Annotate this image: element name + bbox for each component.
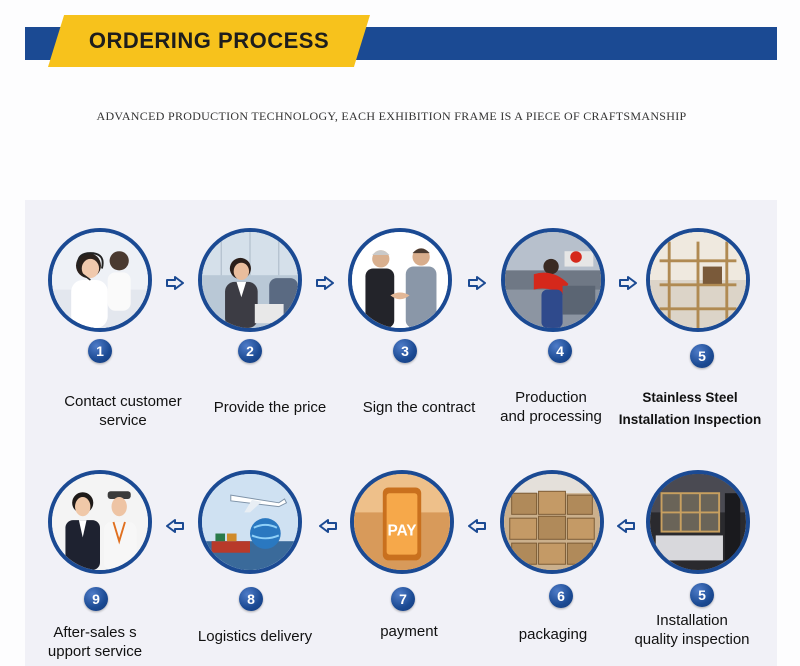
handshake-photo xyxy=(352,232,448,328)
step-9-label: After-sales s upport service xyxy=(20,623,170,661)
step-6-image xyxy=(500,470,604,574)
step-5-label-line-2: Installation Inspection xyxy=(618,412,762,427)
display-cabinet-photo xyxy=(650,474,746,570)
step-7-image: PAY xyxy=(350,470,454,574)
step-4-label: Production and processing xyxy=(476,388,626,426)
step-5b-label: Installation quality inspection xyxy=(612,611,772,649)
step-4-label-line-1: Production xyxy=(515,389,587,406)
step-8-label-line-1: Logistics delivery xyxy=(197,628,313,645)
step-5b-number-badge: 5 xyxy=(690,583,714,607)
factory-worker-photo xyxy=(505,232,601,328)
step-3-label: Sign the contract xyxy=(344,398,494,417)
step-7-number-badge: 7 xyxy=(391,587,415,611)
step-9-label-line-2: upport service xyxy=(47,643,143,660)
step-9-label-line-1: After-sales s xyxy=(53,624,137,641)
step-3-number-badge: 3 xyxy=(393,339,417,363)
step-5-number-badge: 5 xyxy=(690,344,714,368)
step-2-image xyxy=(198,228,302,332)
step-6-number-badge: 6 xyxy=(549,584,573,608)
arrow-left-icon xyxy=(617,519,635,533)
step-1-label: Contact customer service xyxy=(48,392,198,430)
step-9-image xyxy=(48,470,152,574)
header-tab xyxy=(48,15,370,67)
step-1-number-badge: 1 xyxy=(88,339,112,363)
step-5b-label-line-2: quality inspection xyxy=(634,631,750,648)
steel-shelf-photo xyxy=(650,232,746,328)
arrow-right-icon xyxy=(316,276,334,290)
step-5b-image xyxy=(646,470,750,574)
step-7-label-line-1: payment xyxy=(380,623,438,640)
arrow-right-icon xyxy=(619,276,637,290)
step-5-label: Stainless Steel Installation Inspection xyxy=(610,387,770,431)
step-3-image xyxy=(348,228,452,332)
step-1-image xyxy=(48,228,152,332)
packed-crates-photo xyxy=(504,474,600,570)
step-8-image xyxy=(198,470,302,574)
step-8-number-badge: 8 xyxy=(239,587,263,611)
arrow-left-icon xyxy=(166,519,184,533)
step-1-label-line-1: Contact customer xyxy=(64,393,182,410)
step-5b-label-line-1: Installation xyxy=(656,612,728,629)
step-4-image xyxy=(501,228,605,332)
step-2-label-line-1: Provide the price xyxy=(213,399,327,416)
svg-text:PAY: PAY xyxy=(387,522,416,539)
step-6-label: packaging xyxy=(478,625,628,644)
step-1-label-line-2: service xyxy=(99,412,147,429)
step-2-label: Provide the price xyxy=(195,398,345,417)
arrow-right-icon xyxy=(166,276,184,290)
business-meeting-photo xyxy=(202,232,298,328)
step-2-number-badge: 2 xyxy=(238,339,262,363)
step-4-label-line-2: and processing xyxy=(500,408,602,425)
step-6-label-line-1: packaging xyxy=(518,626,588,643)
arrow-right-icon xyxy=(468,276,486,290)
service-staff-photo xyxy=(52,474,148,570)
call-center-agents-photo xyxy=(52,232,148,328)
step-5-label-line-1: Stainless Steel xyxy=(642,390,738,405)
arrow-left-icon xyxy=(468,519,486,533)
step-4-number-badge: 4 xyxy=(548,339,572,363)
step-9-number-badge: 9 xyxy=(84,587,108,611)
airplane-cargo-photo xyxy=(202,474,298,570)
step-7-label: payment xyxy=(334,622,484,641)
step-8-label: Logistics delivery xyxy=(180,627,330,646)
step-5-image xyxy=(646,228,750,332)
page-subtitle: ADVANCED PRODUCTION TECHNOLOGY, EACH EXH… xyxy=(96,109,687,123)
step-3-label-line-1: Sign the contract xyxy=(362,399,476,416)
page-title: ORDERING PROCESS xyxy=(88,28,330,53)
arrow-left-icon xyxy=(319,519,337,533)
mobile-pay-photo: PAY xyxy=(354,474,450,570)
